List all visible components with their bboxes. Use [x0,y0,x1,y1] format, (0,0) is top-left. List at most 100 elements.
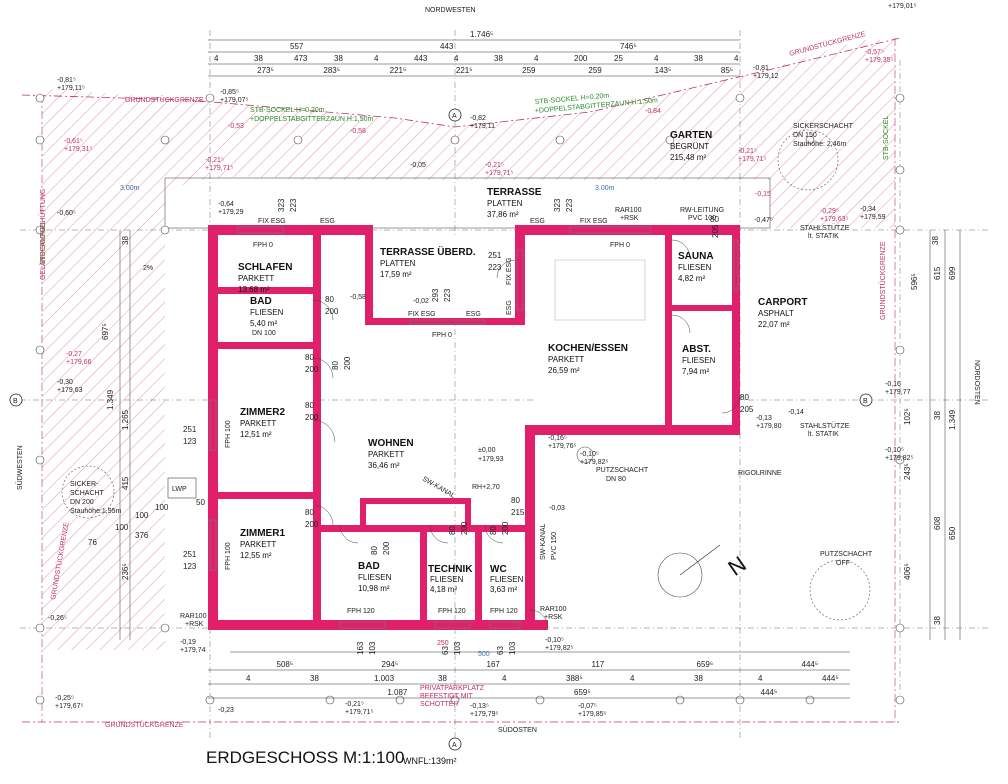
dim-bottom-row1-3: 117 [592,660,605,669]
dim-top-row2-3: 38 [334,54,343,63]
label-grenze-bottom: GRUNDSTÜCKGRENZE [105,721,184,729]
property-boundary [21,37,901,128]
room-garten-area: 215,48 m² [670,153,706,162]
dim-top-row3-4: 259 [522,66,536,75]
svg-text:+179,29: +179,29 [218,209,244,216]
svg-text:+179,63⁵: +179,63⁵ [820,216,848,223]
svg-text:+179,63: +179,63 [57,387,83,394]
svg-text:FPH 120: FPH 120 [347,608,375,615]
room-carport-area: 22,07 m² [758,320,790,329]
room-zimmer2-name: ZIMMER2 [240,407,285,418]
dim-bottom-row2-8: 4 [758,674,763,683]
label-putzschacht-1: PUTZSCHACHT [596,467,649,474]
svg-text:200: 200 [460,521,469,535]
svg-text:500: 500 [478,651,490,658]
svg-text:223: 223 [289,198,298,212]
room-schlafen-floor: PARKETT [238,274,274,283]
svg-text:+DOPPELSTABGITTERZAUN H:1,50m: +DOPPELSTABGITTERZAUN H:1,50m [250,116,374,123]
label-sickerschacht-1: SICKERSCHACHT [793,123,854,130]
svg-text:-0,26⁵: -0,26⁵ [48,615,67,622]
svg-text:RAR100: RAR100 [540,606,567,613]
svg-text:200: 200 [501,521,510,535]
room-sauna-floor: FLIESEN [678,263,712,272]
label-nordwesten: NORDWESTEN [425,7,476,14]
section-marker-a-bottom: A [448,737,462,751]
svg-text:SCHACHT: SCHACHT [70,490,105,497]
room-abst-floor: FLIESEN [682,356,716,365]
svg-text:-0,14: -0,14 [788,409,804,416]
svg-text:102⁵: 102⁵ [903,408,912,425]
dim-top-row2-9: 200 [574,54,588,63]
svg-text:+179,59: +179,59 [860,214,886,221]
left-hatch-area [42,260,165,650]
section-marker-b-right: B [859,393,873,407]
svg-text:A: A [452,113,457,120]
svg-text:+179,07⁵: +179,07⁵ [220,97,248,104]
svg-text:223: 223 [488,263,502,272]
svg-text:608: 608 [933,516,942,530]
svg-text:lt. STATIK: lt. STATIK [808,431,839,438]
svg-text:63: 63 [441,646,450,655]
svg-text:DN 80: DN 80 [606,476,626,483]
svg-text:650: 650 [948,526,957,540]
svg-text:251: 251 [183,425,197,434]
svg-text:PRIVATPARKPLATZ: PRIVATPARKPLATZ [420,685,485,692]
plan-caption: ERDGESCHOSS M:1:100 [206,748,405,767]
svg-text:Stauhöhe:1,95m: Stauhöhe:1,95m [70,508,122,515]
svg-text:+179,66: +179,66 [66,359,92,366]
dim-top-row3-1: 283⁵ [323,66,340,75]
room-wc-floor: FLIESEN [490,575,524,584]
svg-text:-0,61⁵: -0,61⁵ [64,138,83,145]
svg-text:+179,67⁵: +179,67⁵ [55,703,83,710]
label-putzschacht-2: PUTZSCHACHT [820,551,873,558]
svg-text:-0,84: -0,84 [645,108,661,115]
svg-text:+179,77: +179,77 [885,389,911,396]
svg-text:-0,10⁵: -0,10⁵ [885,447,904,454]
svg-text:-0,81⁵: -0,81⁵ [57,77,76,84]
svg-text:50: 50 [196,498,205,507]
svg-text:SW-KANAL: SW-KANAL [421,476,456,500]
svg-text:-0,53: -0,53 [228,123,244,130]
room-schlafen-area: 13,68 m² [238,285,270,294]
svg-text:697⁵: 697⁵ [101,323,110,340]
room-kochen-floor: PARKETT [548,355,584,364]
svg-text:ESG: ESG [466,311,481,318]
room-technik-name: TECHNIK [428,564,473,575]
room-kochen-name: KOCHEN/ESSEN [548,343,628,354]
svg-text:1.265: 1.265 [121,409,130,430]
svg-text:GELÄNDEAUFSCHÜTTUNG: GELÄNDEAUFSCHÜTTUNG [39,189,47,280]
room-schlafen-name: SCHLAFEN [238,262,292,273]
dim-top-row2-0: 4 [214,54,219,63]
svg-text:OFF: OFF [836,560,850,567]
dim-bottom-row3-0: 1.087 [387,688,408,697]
svg-text:223: 223 [565,198,574,212]
svg-text:FPH 100: FPH 100 [225,542,232,570]
room-zimmer1-name: ZIMMER1 [240,528,285,539]
room-garten-floor: BEGRÜNT [670,142,709,151]
svg-text:205: 205 [740,405,754,414]
svg-text:-0,25⁵: -0,25⁵ [55,695,74,702]
svg-text:80: 80 [740,393,749,402]
svg-text:STB-SOCKEL: STB-SOCKEL [40,221,47,265]
svg-text:596⁵: 596⁵ [910,273,919,290]
svg-text:38: 38 [121,236,130,245]
svg-text:243⁵: 243⁵ [903,463,912,480]
dim-total: 1.746⁵ [470,30,493,39]
svg-text:SW-KANAL: SW-KANAL [540,523,547,560]
svg-text:415: 415 [121,476,130,490]
dim-bottom-row2-5: 388⁵ [566,674,583,683]
svg-text:-0,10⁵: -0,10⁵ [580,451,599,458]
svg-text:ESG: ESG [320,218,335,225]
section-marker-a-top: A [448,108,462,122]
dim-top-row3-3: 221⁵ [456,66,473,75]
dim-top-row3-7: 85⁵ [721,66,733,75]
dim-bottom-row1-4: 659⁵ [697,660,714,669]
dim-bottom-row2-2: 1.003 [374,674,395,683]
svg-text:323: 323 [277,198,286,212]
svg-text:250: 250 [437,640,449,647]
room-garten-name: GARTEN [670,130,712,141]
svg-text:293: 293 [431,288,440,302]
svg-text:-0,21⁵: -0,21⁵ [738,148,757,155]
svg-text:-0,19: -0,19 [180,639,196,646]
svg-text:B: B [13,398,18,405]
